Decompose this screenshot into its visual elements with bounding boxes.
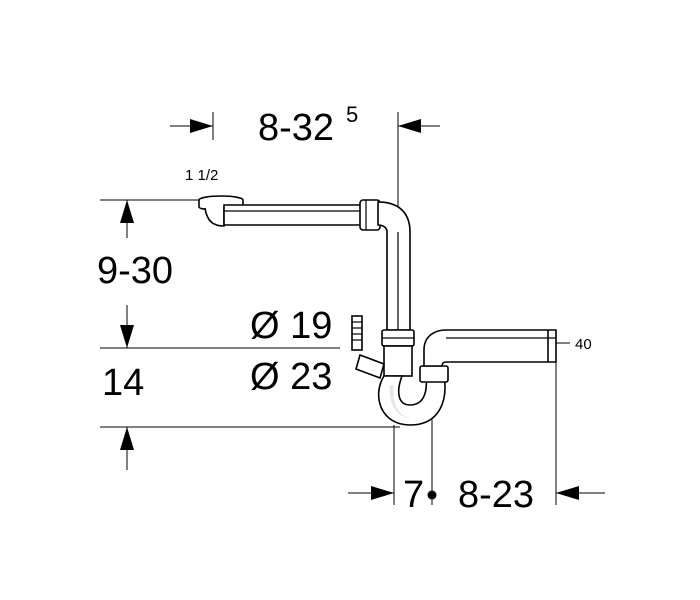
- dim-diameter-19: Ø 19: [250, 305, 332, 347]
- dimension-labels: 8-32 5 1 1/2 9-30 14 Ø 19 Ø 23 40 7 8-23: [97, 102, 592, 516]
- dimension-arrows: [120, 119, 605, 500]
- dim-bottom-right: 8-23: [458, 474, 534, 516]
- dim-diameter-23: Ø 23: [250, 356, 332, 398]
- dim-bottom-left: 7: [403, 474, 424, 516]
- dim-top-superscript: 5: [346, 102, 358, 127]
- dim-vertical-lower: 14: [102, 362, 144, 404]
- siphon-pipe: [198, 195, 557, 426]
- dim-inlet-thread: 1 1/2: [185, 167, 218, 184]
- dim-outlet-size: 40: [575, 336, 592, 353]
- dim-top-base: 8-32: [258, 107, 334, 149]
- dim-vertical-upper: 9-30: [97, 250, 173, 292]
